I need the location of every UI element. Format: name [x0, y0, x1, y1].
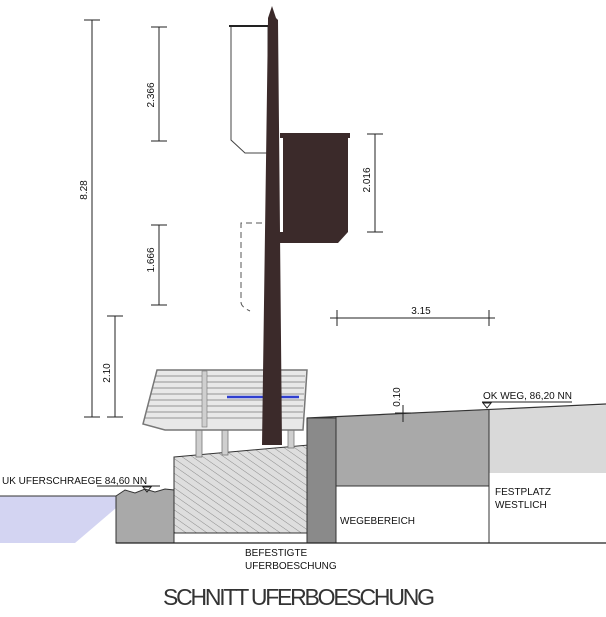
dim-upper-box: 2.366 — [146, 82, 157, 107]
dim-total-height: 8.28 — [79, 180, 90, 200]
level-uk-label: UK UFERSCHRAEGE 84,60 NN — [2, 476, 147, 487]
water-area — [0, 496, 116, 543]
canopy — [142, 369, 308, 431]
wall-strip — [306, 417, 337, 544]
path-zone — [336, 410, 489, 486]
upper-box — [229, 25, 269, 154]
festival-zone — [489, 405, 606, 473]
dim-lower-dashed: 1.666 — [146, 247, 157, 272]
befestigte-label-2: UFERBOESCHUNG — [245, 561, 337, 572]
pole — [262, 6, 282, 445]
bank-fill — [115, 488, 175, 544]
wegebereich-label: WEGEBEREICH — [340, 516, 415, 527]
befestigte-label-1: BEFESTIGTE — [245, 548, 308, 559]
dim-right-box: 2.016 — [362, 167, 373, 192]
dim-step: 0.10 — [392, 387, 403, 407]
drawing-title: SCHNITT UFERBOESCHUNG — [163, 584, 435, 610]
festplatz-label-2: WESTLICH — [495, 500, 547, 511]
right-box — [280, 133, 350, 243]
festplatz-label-1: FESTPLATZ — [495, 487, 551, 498]
dim-horizontal: 3.15 — [411, 306, 431, 317]
dim-canopy-height: 2.10 — [102, 363, 113, 383]
hidden-box-outline — [240, 222, 262, 312]
dimension-lines — [84, 19, 572, 487]
level-ok-label: OK WEG, 86,20 NN — [483, 391, 572, 402]
